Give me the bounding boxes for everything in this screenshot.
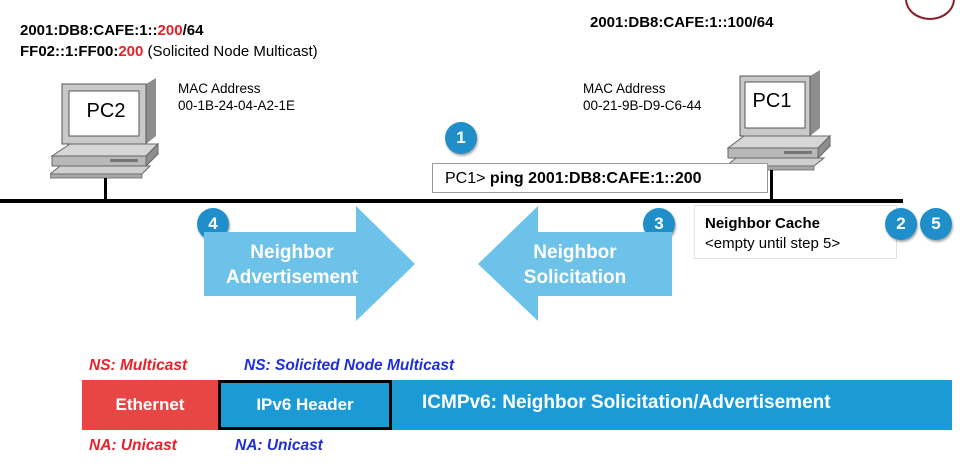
ethernet-segment: Ethernet [82, 380, 218, 430]
neighbor-solicitation-label: Neighbor Solicitation [523, 242, 627, 288]
pc2-mac-title: MAC Address [178, 81, 261, 96]
neighbor-advertisement-label: Neighbor Advertisement [226, 242, 358, 288]
pc1-mac-title: MAC Address [583, 81, 666, 96]
ipv6-header-segment: IPv6 Header [218, 380, 392, 430]
step-5-badge: 5 [920, 208, 952, 240]
logo-icon [905, 0, 955, 20]
ping-command-box: PC1> ping 2001:DB8:CAFE:1::200 [432, 163, 768, 193]
pc1-label: PC1 [752, 90, 792, 112]
ns-multicast-label: NS: Multicast [89, 357, 188, 374]
pc2-mac-info: MAC Address 00-1B-24-04-A2-1E [178, 80, 295, 114]
pc1-mac-address: 00-21-9B-D9-C6-44 [583, 98, 702, 113]
pc2-solicited-node-multicast: FF02::1:FF00:200 (Solicited Node Multica… [20, 43, 318, 60]
na-unicast-ethernet-label: NA: Unicast [89, 437, 177, 454]
na-unicast-ipv6-label: NA: Unicast [235, 437, 323, 454]
ping-command: ping 2001:DB8:CAFE:1::200 [489, 170, 702, 187]
pc1-ipv6-address: 2001:DB8:CAFE:1::100/64 [590, 14, 774, 31]
neighbor-cache-box: Neighbor Cache <empty until step 5> [694, 205, 897, 259]
neighbor-cache-title: Neighbor Cache [705, 215, 821, 232]
step-2-badge: 2 [885, 208, 917, 240]
pc1-mac-info: MAC Address 00-21-9B-D9-C6-44 [583, 80, 702, 114]
pc1-computer-icon [724, 70, 832, 200]
neighbor-solicitation-arrow [478, 206, 672, 321]
pc2-computer-icon [50, 78, 160, 202]
step-1-badge: 1 [445, 122, 477, 154]
pc2-ipv6-address: 2001:DB8:CAFE:1::200/64 [20, 22, 204, 39]
ping-prompt: PC1> [445, 170, 486, 187]
neighbor-cache-content: <empty until step 5> [705, 235, 841, 252]
network-segment-line [0, 199, 903, 203]
neighbor-advertisement-arrow [204, 206, 415, 321]
ns-solicited-node-label: NS: Solicited Node Multicast [244, 357, 455, 374]
pc2-label: PC2 [86, 100, 126, 122]
pc2-mac-address: 00-1B-24-04-A2-1E [178, 98, 296, 113]
icmpv6-segment: ICMPv6: Neighbor Solicitation/Advertisem… [392, 380, 952, 430]
